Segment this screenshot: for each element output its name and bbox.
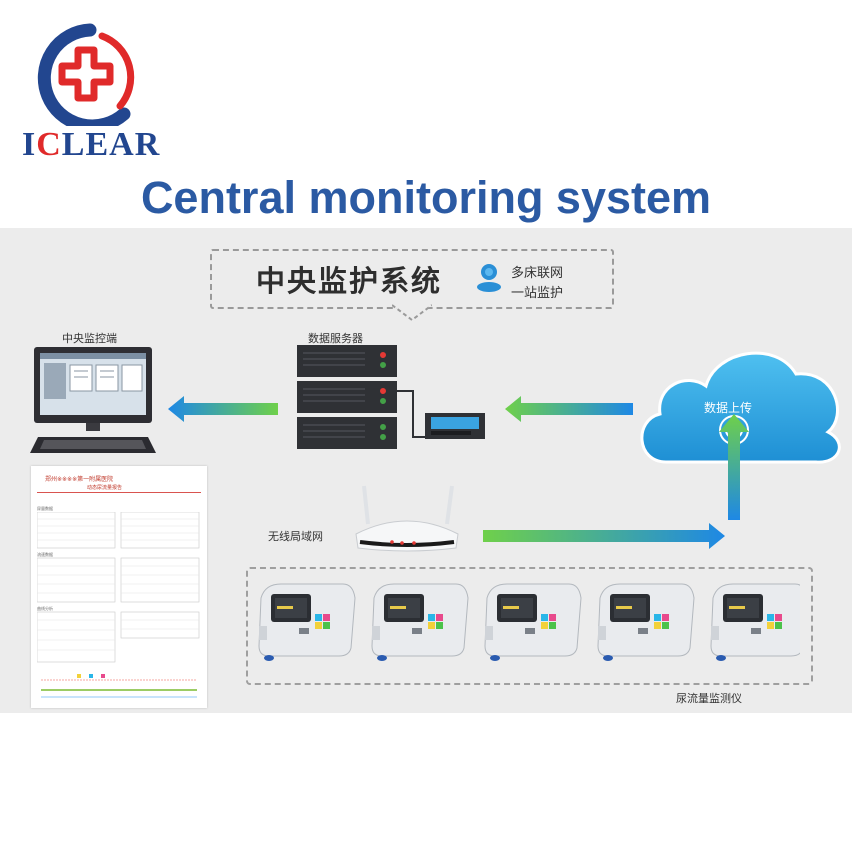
report-section-2: 流速数据 bbox=[37, 552, 53, 557]
urine-flow-monitors bbox=[258, 583, 800, 662]
brand-name: ICLEAR bbox=[22, 126, 161, 163]
report-tables bbox=[37, 512, 200, 698]
arrow-wlan-to-cloud bbox=[719, 414, 749, 520]
page-title: Central monitoring system bbox=[140, 172, 712, 223]
report-section-3: 曲线分析 bbox=[37, 606, 53, 611]
arrow-cloud-to-server bbox=[505, 396, 633, 422]
tagline-line2: 一站监护 bbox=[511, 286, 564, 301]
data-server-icon bbox=[297, 345, 485, 449]
arrow-wlan-to-upload bbox=[483, 523, 725, 549]
tagline-line1: 多床联网 bbox=[511, 266, 564, 281]
monitor-label: 中央监控端 bbox=[62, 332, 117, 345]
header-pointer bbox=[392, 304, 432, 322]
report-section-1: 尿量数据 bbox=[37, 506, 53, 511]
report-subtitle: 动态尿流量报告 bbox=[87, 485, 123, 491]
medical-cross-logo-icon bbox=[37, 23, 135, 126]
user-icon bbox=[477, 264, 501, 292]
server-label: 数据服务器 bbox=[308, 332, 363, 345]
router-icon bbox=[355, 485, 459, 552]
cloud-label: 数据上传 bbox=[704, 401, 753, 415]
devices-group-box bbox=[246, 567, 813, 685]
monitor-computer-icon bbox=[30, 347, 156, 453]
wlan-label: 无线局域网 bbox=[268, 530, 323, 543]
report-title: 郑州※※※※第一附属医院 bbox=[45, 476, 114, 483]
report-sheet: 郑州※※※※第一附属医院 动态尿流量报告 尿量数据 流速数据 曲线分析 bbox=[31, 466, 207, 708]
devices-label: 尿流量监测仪 bbox=[676, 692, 742, 705]
arrow-server-to-monitor bbox=[168, 396, 278, 422]
diagram-header: 中央监护系统 bbox=[256, 264, 443, 298]
